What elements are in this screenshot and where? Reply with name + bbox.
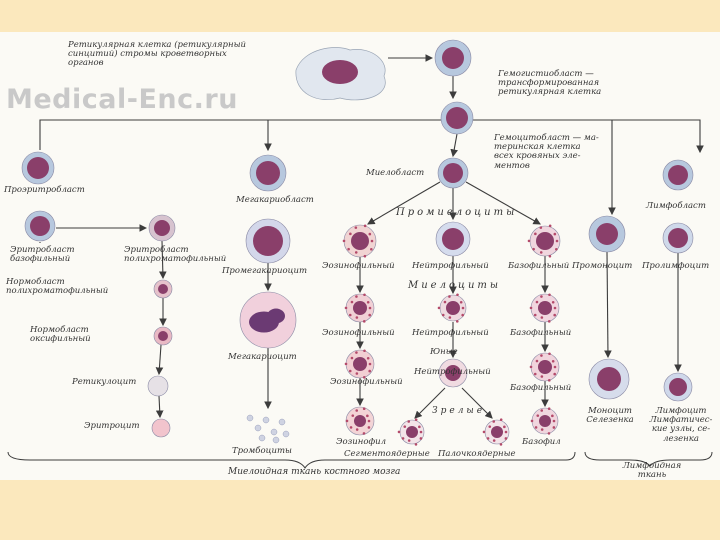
label-segmented: Сегментоядерные: [344, 449, 430, 459]
watermark: Medical-Enc.ru: [6, 84, 238, 115]
cell-baso-promyelocyte: [527, 224, 561, 258]
cell-eos-myelocyte: [344, 293, 375, 323]
label-eos-promyelocyte: Эозинофильный: [322, 261, 395, 271]
label-monocyte: Моноцит Селезенка: [586, 406, 634, 426]
label-lymphoblast: Лимфобласт: [646, 201, 706, 211]
cell-eos-young: [344, 349, 375, 379]
label-megakaryocyte: Мегакариоцит: [228, 352, 297, 362]
cell-monocyte: [588, 358, 630, 400]
cell-baso-young: [529, 352, 560, 382]
cell-lymphoblast: [662, 159, 694, 191]
label-lymphoid-tissue: Лимфоидная ткань: [622, 461, 682, 480]
cell-reticulocyte: [147, 375, 169, 397]
cell-platelets: [246, 414, 290, 444]
label-proerythroblast: Проэритробласт: [4, 185, 85, 195]
diagram-canvas: [7, 39, 713, 469]
label-neut-promyelocyte: Нейтрофильный: [412, 261, 489, 271]
label-promonocyte: Промоноцит: [572, 261, 633, 271]
label-eosinophil: Эозинофил: [336, 437, 386, 447]
label-megakaryoblast: Мегакариобласт: [236, 195, 314, 205]
cell-megakaryoblast: [249, 154, 287, 192]
cell-lymphocyte: [663, 372, 693, 402]
label-eos-myelocyte: Эозинофильный: [322, 328, 395, 338]
label-myeloblast: Миелобласт: [366, 168, 425, 178]
label-neut-myelocyte: Нейтрофильный: [412, 328, 489, 338]
cell-megakaryocyte: [239, 291, 297, 349]
label-promyelocytes: Промиелоциты: [396, 207, 518, 218]
label-young: Юные: [430, 347, 458, 357]
label-prolymphocyte: Пролимфоцит: [642, 261, 710, 271]
cell-promegakaryocyte: [245, 218, 291, 264]
bottom-band: [0, 480, 720, 540]
label-myelocytes: Миелоциты: [408, 280, 502, 291]
cell-baso-myelocyte: [529, 293, 560, 323]
label-eos-young: Эозинофильный: [330, 377, 403, 387]
cell-myeloblast: [437, 157, 469, 189]
cell-basophil: [530, 407, 559, 435]
cell-eos-promyelocyte: [342, 224, 377, 258]
label-erythroblast-basophilic: Эритробласт базофильный: [10, 245, 75, 265]
cell-reticular: [295, 47, 386, 101]
label-erythroblast-polychromatophilic: Эритробласт полихроматофильный: [124, 245, 227, 265]
cell-segmented-neutrophil: [397, 418, 425, 446]
label-hemocytoblast: Гемоцитобласт — ма- теринская клетка все…: [494, 133, 599, 171]
label-neut-young: Нейтрофильный: [414, 367, 491, 377]
cell-hemocytoblast: [440, 101, 474, 135]
label-normoblast-oxyphilic: Нормобласт оксифильный: [30, 325, 91, 345]
cell-neut-young: [438, 358, 468, 388]
label-reticular-cell: Ретикулярная клетка (ретикулярный синцит…: [68, 40, 246, 69]
label-hemohistioblast: Гемогистиобласт — трансформированная рет…: [498, 69, 602, 98]
cell-band-neutrophil: [482, 418, 510, 446]
label-basophil: Базофил: [522, 437, 561, 447]
label-band-neutrophils: Палочкоядерные: [438, 449, 516, 459]
label-reticulocyte: Ретикулоцит: [72, 377, 137, 387]
cell-erythroblast-polychromatophilic: [148, 214, 176, 242]
cell-proerythroblast: [21, 151, 55, 185]
label-lymphocyte: Лимфоцит Лимфатичес- кие узлы, се- лезен…: [649, 406, 713, 444]
label-erythrocyte: Эритроцит: [84, 421, 140, 431]
label-promegakaryocyte: Промегакариоцит: [222, 266, 308, 276]
cell-erythroblast-basophilic: [24, 210, 56, 242]
cell-hemohistioblast: [434, 39, 472, 77]
label-myeloid-tissue: Миелоидная ткань костного мозга: [228, 467, 401, 477]
top-band: [0, 0, 720, 32]
cell-erythrocyte: [151, 418, 171, 438]
label-platelets: Тромбоциты: [232, 446, 292, 456]
cell-prolymphocyte: [662, 222, 694, 254]
label-mature: Зрелые: [432, 406, 486, 416]
label-baso-promyelocyte: Базофильный: [508, 261, 570, 271]
label-baso-young: Базофильный: [510, 383, 572, 393]
cell-neut-promyelocyte: [435, 221, 471, 257]
cell-neut-myelocyte: [437, 293, 467, 323]
cell-normoblast-oxyphilic: [153, 326, 173, 346]
hematopoiesis-diagram: Medical-Enc.ru Ретикулярная клетка (рети…: [0, 32, 720, 480]
cell-normoblast-polychromatophilic: [153, 279, 173, 299]
cell-eosinophil: [345, 406, 375, 436]
cell-promonocyte: [588, 215, 626, 253]
label-normoblast-polychromatophilic: Нормобласт полихроматофильный: [6, 277, 109, 297]
label-baso-myelocyte: Базофильный: [510, 328, 572, 338]
